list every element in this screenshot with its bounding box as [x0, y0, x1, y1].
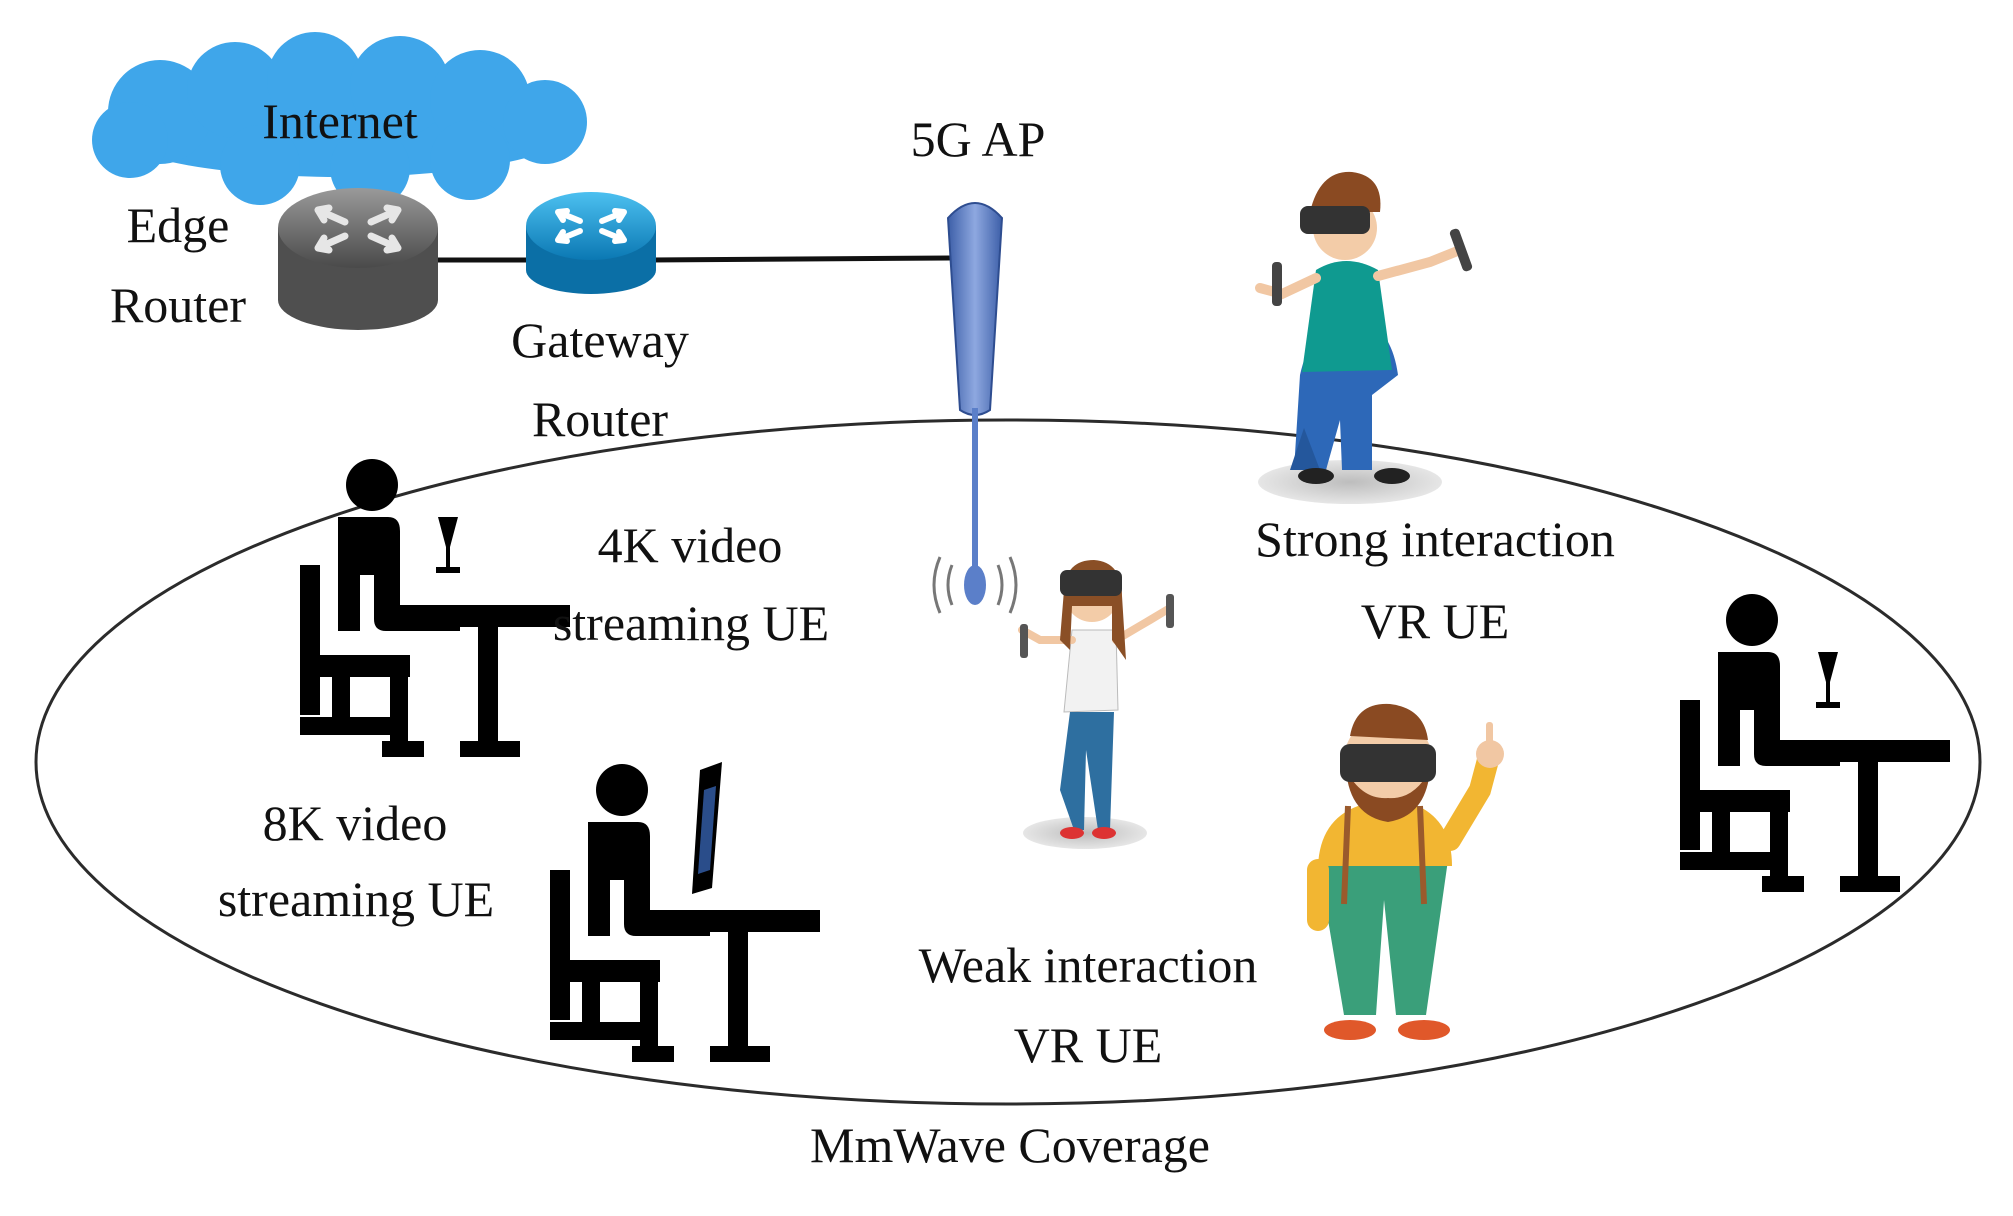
ue-8k-label-line2: streaming UE — [217, 871, 495, 927]
ue-8k-label-line1: 8K video — [262, 795, 448, 851]
weak-vr-label-line1: Weak interaction — [918, 937, 1258, 993]
internet-cloud — [92, 32, 587, 208]
link-gateway-ap — [649, 255, 951, 263]
ue-desk-icon-right — [1680, 594, 1950, 892]
coverage-label: MmWave Coverage — [810, 1117, 1210, 1173]
ap-antenna-icon — [932, 202, 1018, 614]
ap-label: 5G AP — [910, 111, 1046, 167]
ue-4k-label-line2: streaming UE — [552, 595, 830, 651]
edge-router-label-line2: Router — [109, 277, 247, 333]
strong-vr-label-line2: VR UE — [1360, 593, 1510, 649]
gateway-router-label-line1: Gateway — [511, 312, 689, 368]
coverage-ellipse — [34, 418, 1982, 1106]
weak-vr-label-line2: VR UE — [1013, 1017, 1163, 1073]
internet-label: Internet — [262, 93, 418, 149]
edge-router-label-line1: Edge — [126, 197, 230, 253]
weak-vr-user-girl-icon — [1018, 560, 1174, 849]
gateway-router-label-line2: Router — [531, 391, 669, 447]
edge-router-icon — [278, 188, 438, 330]
strong-vr-label-line1: Strong interaction — [1255, 511, 1615, 567]
weak-vr-user-man-icon — [1307, 703, 1504, 1040]
gateway-router-icon — [526, 192, 656, 294]
strong-vr-user-icon — [1255, 171, 1473, 504]
ue-8k-desk-icon — [550, 762, 820, 1062]
ue-4k-label-line1: 4K video — [597, 517, 783, 573]
ue-4k-desk-icon — [300, 459, 570, 757]
